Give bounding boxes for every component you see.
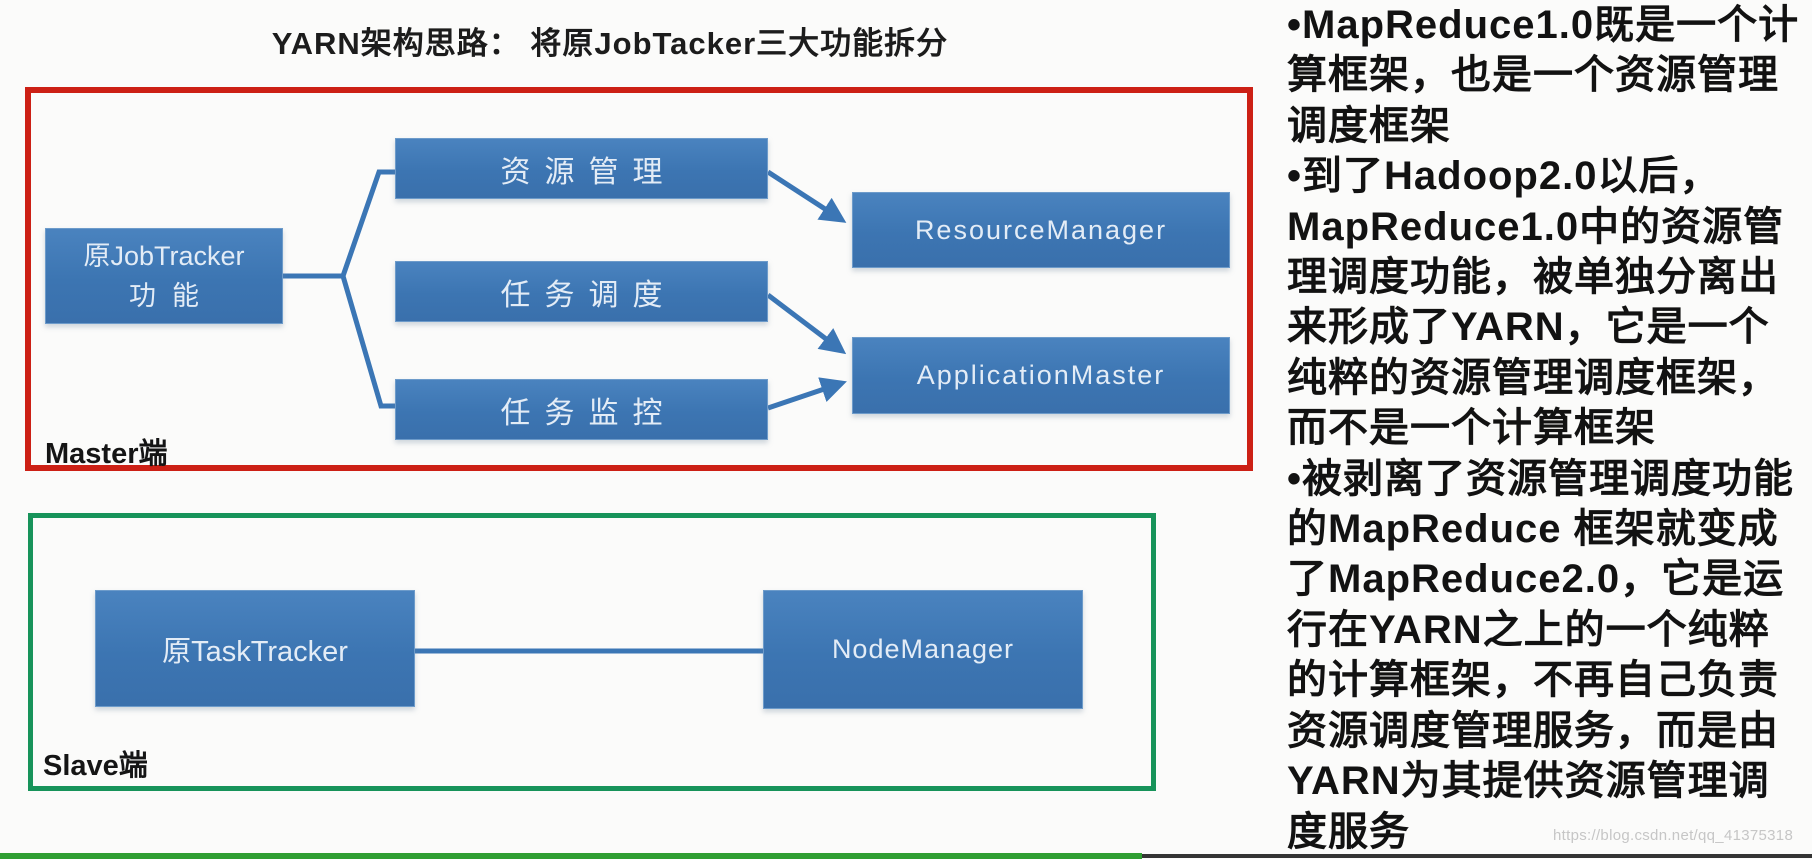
note-line: YARN为其提供资源管理调 [1287,759,1770,804]
node-jobtracker-line2: 功能 [129,281,215,311]
node-jobtracker: 原JobTracker 功能 [45,228,283,324]
note-line: 调度框架 [1287,103,1451,148]
slave-region-box [28,513,1156,791]
node-jobtracker-line1: 原JobTracker [83,241,245,271]
node-task-scheduling: 任务调度 [395,261,768,322]
note-line: •MapReduce1.0既是一个计 [1287,3,1800,47]
note-line: 资源调度管理服务，而是由 [1287,708,1779,753]
slide-title: YARN架构思路： 将原JobTacker三大功能拆分 [271,26,949,61]
node-tasktracker: 原TaskTracker [95,590,415,707]
note-line: 行在YARN之上的一个纯粹 [1287,607,1770,652]
notes-column: •MapReduce1.0既是一个计算框架，也是一个资源管理调度框架 •到了Had… [1287,0,1812,852]
note-line: 的MapReduce 框架就变成 [1287,507,1779,552]
master-region-box [25,87,1253,471]
node-resource-management: 资源管理 [395,138,768,199]
video-progress-fill [0,853,1142,859]
note-line: 来形成了YARN，它是一个 [1287,305,1770,350]
note-line: 算框架，也是一个资源管理 [1287,53,1779,98]
node-application-master: ApplicationMaster [852,337,1230,414]
note-line: 理调度功能，被单独分离出 [1287,255,1779,300]
video-progress-bar[interactable] [0,853,1812,859]
note-line: 的计算框架，不再自己负责 [1287,658,1779,703]
note-line: 纯粹的资源管理调度框架， [1287,355,1779,400]
node-node-manager: NodeManager [763,590,1083,709]
note-line: 而不是一个计算框架 [1287,406,1656,451]
master-region-label: Master端 [45,438,168,470]
watermark-url: https://blog.csdn.net/qq_41375318 [1553,827,1794,844]
note-line: •到了Hadoop2.0以后， [1287,154,1721,199]
slave-region-label: Slave端 [43,750,148,782]
note-line: 了MapReduce2.0，它是运 [1287,557,1785,602]
note-line: MapReduce1.0中的资源管 [1287,204,1785,249]
note-line: •被剥离了资源管理调度功能 [1287,456,1795,501]
note-line: 度服务 [1287,809,1410,853]
node-resource-manager: ResourceManager [852,192,1230,268]
node-task-monitoring: 任务监控 [395,379,768,440]
